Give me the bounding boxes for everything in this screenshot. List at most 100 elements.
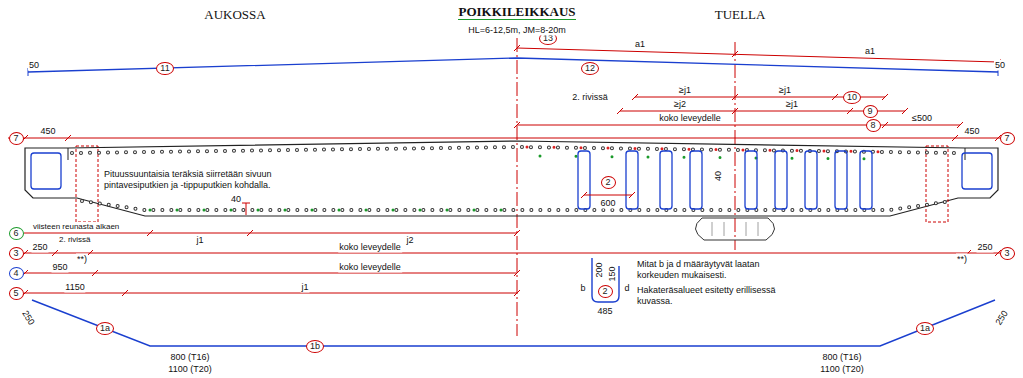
pipe-zone bbox=[926, 146, 948, 222]
callout-circle: 3 bbox=[1000, 247, 1015, 260]
callout-number: 10 bbox=[847, 92, 857, 102]
slab-outline bbox=[25, 141, 998, 216]
callout-number: 8 bbox=[870, 120, 875, 130]
callout-number: 7 bbox=[13, 133, 18, 143]
edge-stirrup bbox=[962, 153, 992, 189]
drawing-label: AUKOSSA bbox=[203, 7, 266, 22]
drawing-label: 485 bbox=[596, 306, 613, 317]
drawing-label: ≥j2 bbox=[673, 99, 687, 110]
rebar-dots bbox=[540, 156, 880, 159]
callout-circle: 11 bbox=[156, 62, 173, 75]
drawing-label: 1100 (T20) bbox=[819, 364, 864, 375]
callout-circle: 9 bbox=[863, 105, 878, 118]
stirrup bbox=[660, 151, 672, 209]
drawing-label: **) bbox=[956, 254, 968, 265]
callout-number: 3 bbox=[1004, 248, 1009, 258]
dimension-line bbox=[517, 48, 998, 62]
stirrups bbox=[578, 151, 872, 209]
callout-circle: 2 bbox=[601, 176, 616, 189]
drawing-label: Hakateräsalueet esitetty erillisessä kuv… bbox=[636, 285, 778, 307]
dimension-line bbox=[24, 233, 1000, 293]
drawing-label: Pituussuuntaisia teräksiä siirretään siv… bbox=[103, 169, 320, 191]
callout-number: 6 bbox=[13, 228, 18, 238]
pipe-zone bbox=[76, 146, 98, 222]
drawing-label: b bbox=[579, 283, 586, 294]
drawing-label: koko leveydelle bbox=[338, 262, 402, 273]
callout-number: 4 bbox=[13, 268, 18, 278]
callout-number: 1b bbox=[310, 341, 320, 351]
drawing-label: a1 bbox=[864, 46, 876, 57]
drawing-label: a1 bbox=[634, 39, 646, 50]
drawing-label: 1150 bbox=[64, 282, 85, 293]
callout-circle: 1a bbox=[96, 322, 114, 335]
drawing-label: 450 bbox=[963, 126, 980, 137]
callout-circle: 1a bbox=[916, 322, 934, 335]
callout-number: 1a bbox=[920, 323, 930, 333]
callout-circle: 12 bbox=[581, 62, 599, 75]
drawing-label: j1 bbox=[195, 235, 204, 246]
callout-number: 2 bbox=[605, 177, 610, 187]
drawing-label: 200 bbox=[594, 261, 605, 278]
stirrup bbox=[578, 151, 590, 209]
drawing-label: 600 bbox=[599, 198, 616, 209]
drawing-label: 800 (T16) bbox=[169, 352, 210, 363]
drawing-label: **) bbox=[76, 254, 88, 265]
drawing-label: 250 bbox=[976, 242, 993, 253]
callout-circle: 7 bbox=[1000, 132, 1015, 145]
stirrup bbox=[805, 151, 817, 209]
section-title: POIKKILEIKKAUS bbox=[458, 5, 575, 20]
drawing-label: 1100 (T20) bbox=[167, 364, 212, 375]
rebar-dots bbox=[150, 209, 517, 212]
drawing-label: koko leveydelle bbox=[658, 113, 722, 124]
drawing-label: 40 bbox=[713, 170, 724, 182]
dimension-tick bbox=[22, 230, 1001, 296]
bearing bbox=[695, 218, 774, 240]
callout-number: 11 bbox=[160, 63, 169, 73]
drawing-label: 800 (T16) bbox=[821, 352, 862, 363]
callout-circle: 1b bbox=[306, 340, 324, 353]
stirrup bbox=[835, 151, 847, 209]
callout-circle: 10 bbox=[843, 91, 861, 104]
drawing-label: TUELLA bbox=[714, 7, 767, 22]
stirrup bbox=[745, 151, 757, 209]
bar-line bbox=[32, 300, 995, 346]
drawing-label: j2 bbox=[405, 235, 414, 246]
drawing-label: koko leveydelle bbox=[338, 242, 402, 253]
drawing-label: ≤500 bbox=[911, 113, 933, 124]
callout-circle: 3 bbox=[9, 247, 24, 260]
drawing-label: 40 bbox=[230, 194, 242, 205]
stirrup-detail bbox=[592, 258, 619, 302]
rebar-dots bbox=[82, 201, 952, 210]
edge-beam-line bbox=[68, 148, 965, 160]
dimension-line bbox=[584, 195, 632, 196]
stirrup bbox=[690, 151, 702, 209]
callout-circle: 4 bbox=[9, 267, 24, 280]
callout-circle: 8 bbox=[866, 119, 881, 132]
drawing-label: 450 bbox=[39, 126, 56, 137]
drawing-label: 50 bbox=[28, 60, 40, 71]
callout-number: 1a bbox=[100, 323, 110, 333]
callout-number: 3 bbox=[13, 248, 18, 258]
bearing-hatch bbox=[712, 222, 758, 236]
centre-axis bbox=[517, 38, 518, 336]
callout-number: 9 bbox=[867, 106, 872, 116]
drawing-label: 2. rivissä bbox=[571, 92, 609, 103]
drawing-label: ≥j1 bbox=[778, 85, 792, 96]
stirrup bbox=[775, 151, 787, 209]
callout-number: 7 bbox=[1004, 133, 1009, 143]
drawing-label: 2. rivissä bbox=[58, 235, 92, 245]
dimension-line bbox=[242, 203, 250, 215]
rebar-dots bbox=[72, 147, 960, 153]
callout-number: 12 bbox=[585, 63, 595, 73]
drawing-label: 250 bbox=[993, 308, 1011, 328]
stirrup bbox=[860, 151, 872, 209]
stirrup bbox=[626, 151, 638, 209]
drawing-label: HL=6-12,5m, JM=8-20m bbox=[467, 25, 567, 36]
rebar-dots bbox=[72, 147, 960, 153]
dimension-line bbox=[8, 97, 1015, 138]
drawing-label: d bbox=[623, 283, 630, 294]
callout-circle: 5 bbox=[9, 287, 24, 300]
drawing-label: Mitat b ja d määräytyvät laatan korkeude… bbox=[636, 259, 778, 281]
drawing-label: ≥j1 bbox=[678, 85, 692, 96]
